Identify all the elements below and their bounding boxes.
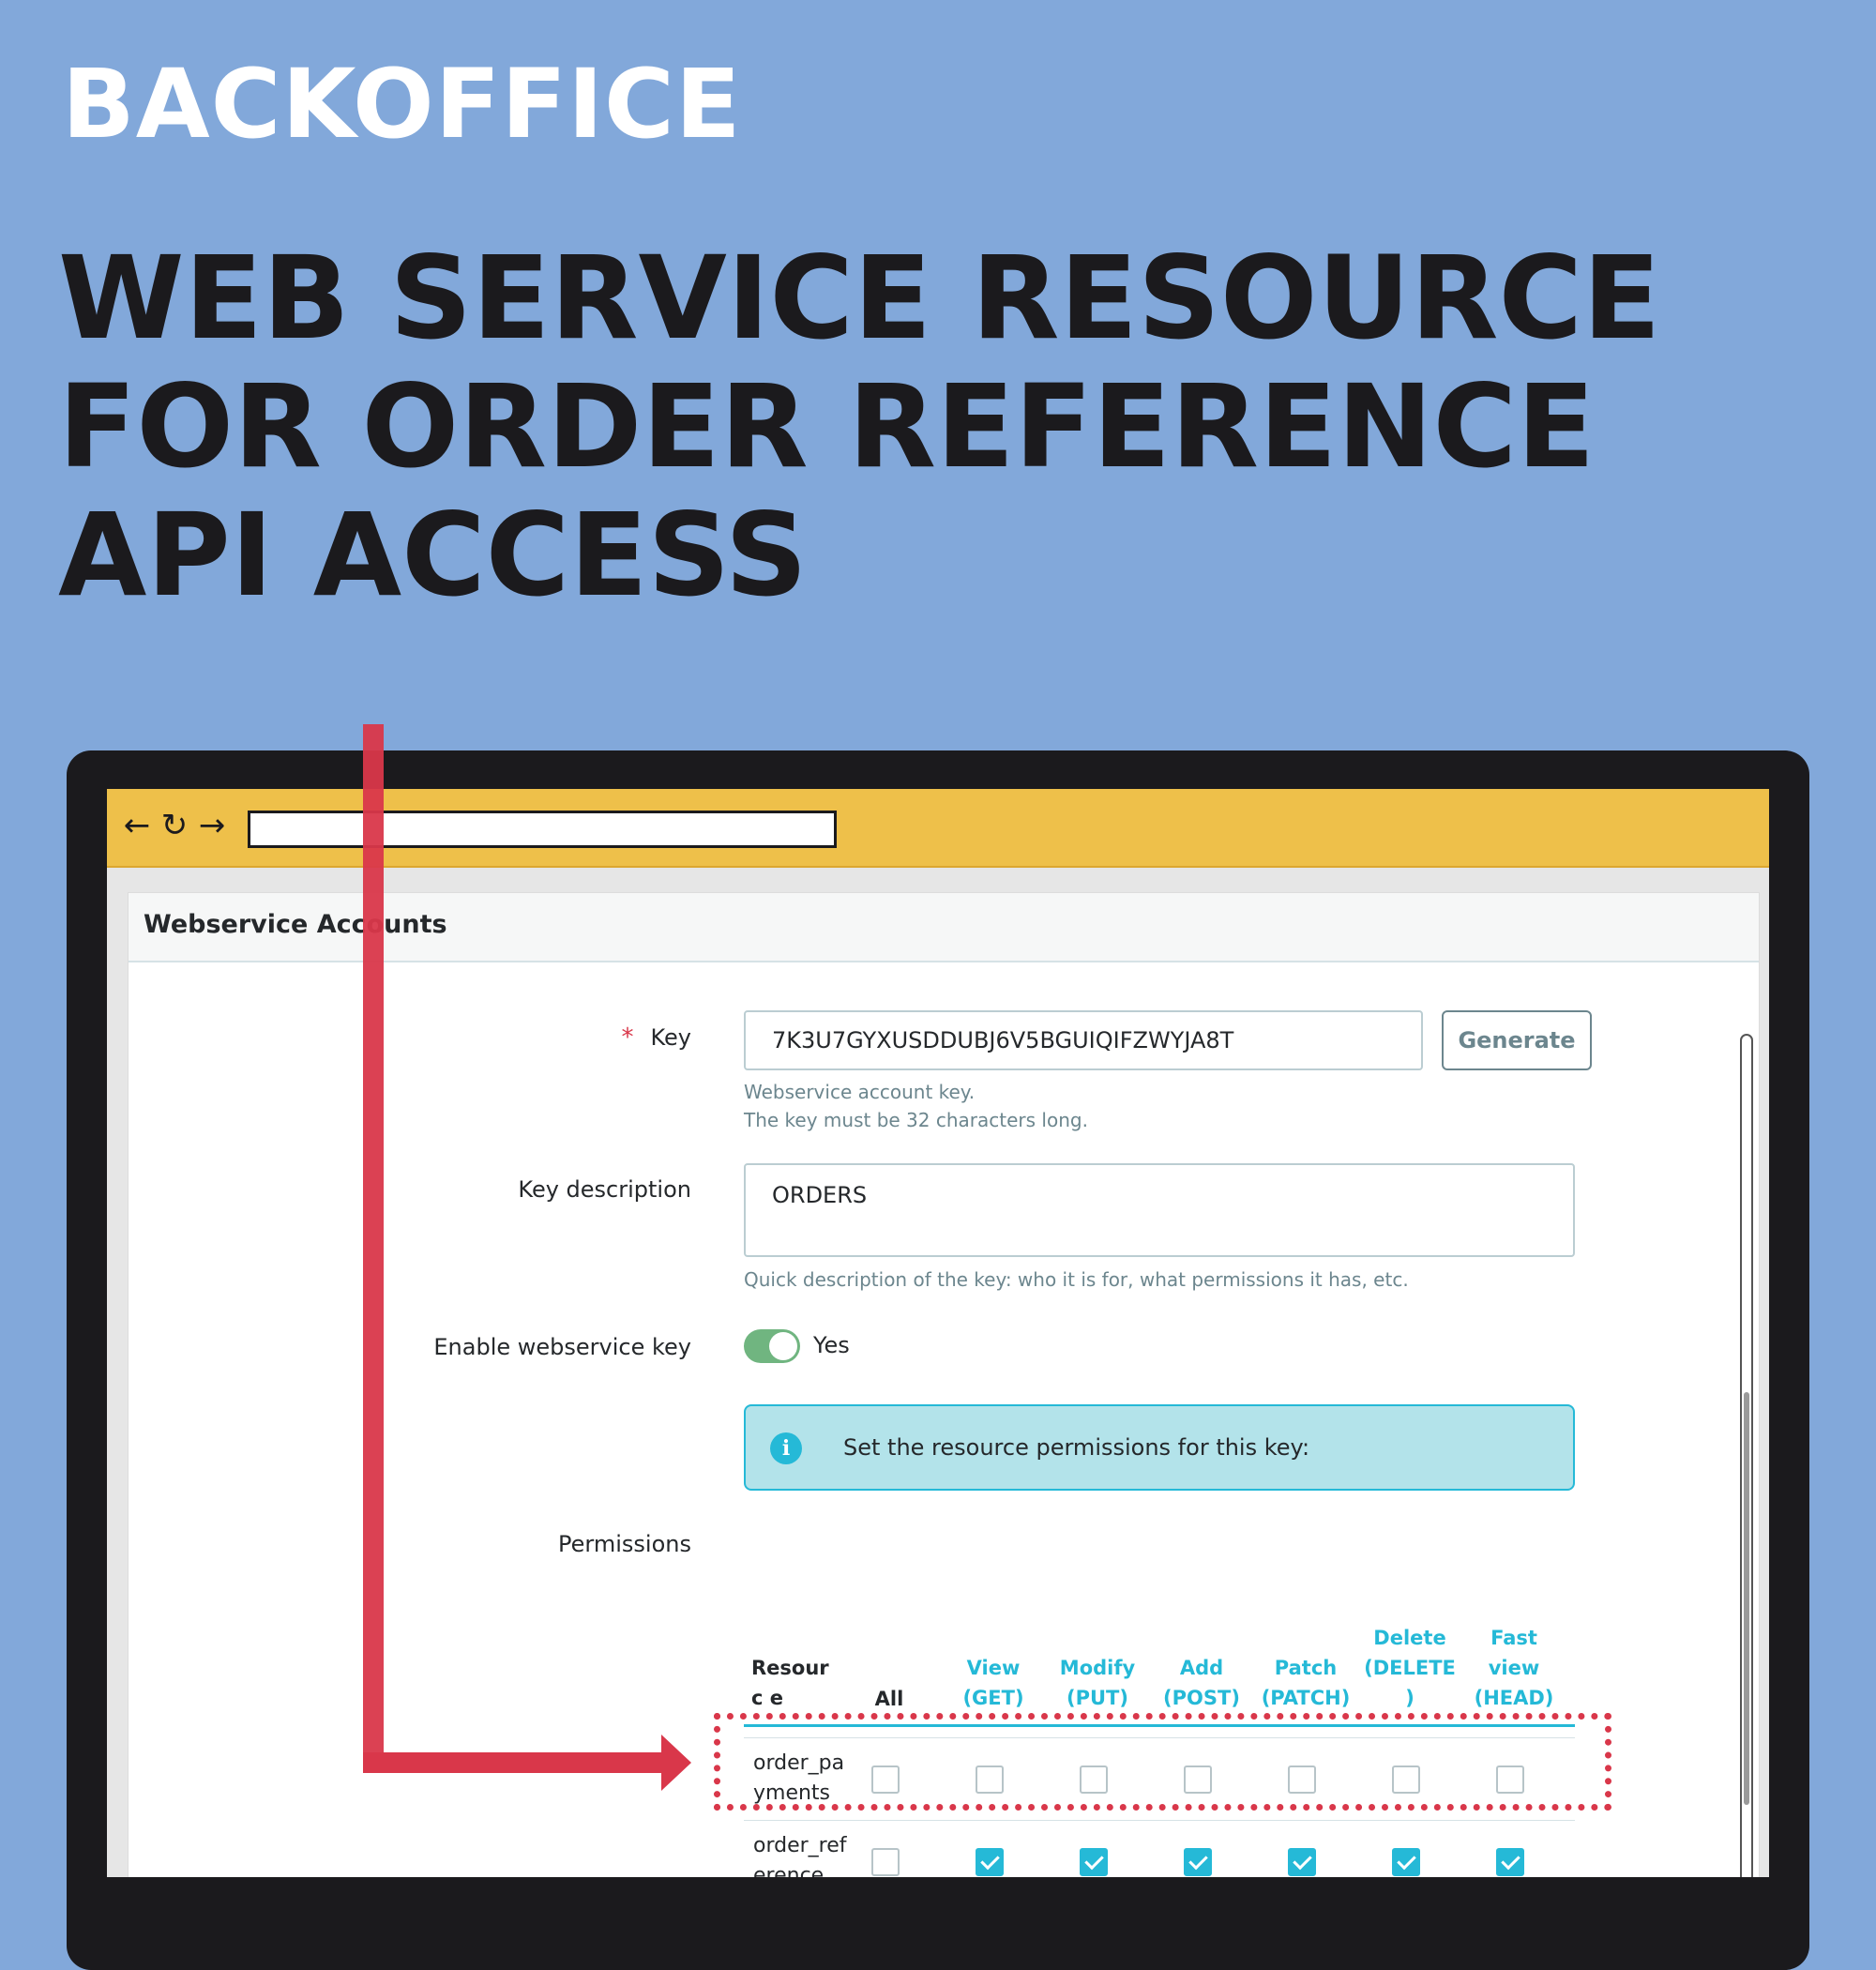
- enable-value: Yes: [813, 1332, 850, 1358]
- key-input[interactable]: 7K3U7GYXUSDDUBJ6V5BGUIQIFZWYJA8T: [744, 1010, 1423, 1070]
- key-label: *Key: [621, 1023, 691, 1052]
- headline-line-2: FOR ORDER REFERENCE: [58, 360, 1596, 493]
- checkbox-unchecked[interactable]: [871, 1765, 900, 1794]
- description-help: Quick description of the key: who it is …: [744, 1268, 1409, 1291]
- toggle-knob: [769, 1332, 797, 1360]
- col-delete[interactable]: Delete (DELETE ): [1364, 1627, 1456, 1709]
- highlight-box: [714, 1713, 1611, 1811]
- col-patch[interactable]: Patch (PATCH): [1261, 1657, 1351, 1709]
- required-mark: *: [621, 1023, 634, 1052]
- checkbox-unchecked[interactable]: [976, 1765, 1004, 1794]
- browser-toolbar: ← ↻ →: [107, 789, 1769, 868]
- description-label: Key description: [518, 1176, 691, 1203]
- checkbox-checked[interactable]: [1288, 1848, 1316, 1876]
- checkbox-unchecked[interactable]: [871, 1848, 900, 1876]
- resource-name: order_reference: [753, 1834, 847, 1877]
- arrow-shaft-vertical: [363, 724, 384, 1756]
- panel-header: Webservice Accounts: [129, 893, 1759, 962]
- enable-toggle[interactable]: [744, 1329, 800, 1363]
- col-resource: Resourc e: [751, 1657, 829, 1709]
- checkbox-unchecked[interactable]: [1080, 1765, 1108, 1794]
- col-view[interactable]: View (GET): [962, 1657, 1024, 1709]
- scrollbar[interactable]: [1740, 1034, 1753, 1877]
- checkbox-checked[interactable]: [976, 1848, 1004, 1876]
- arrow-head-icon: [661, 1735, 691, 1791]
- checkbox-unchecked[interactable]: [1288, 1765, 1316, 1794]
- col-modify[interactable]: Modify (PUT): [1059, 1657, 1136, 1709]
- arrow-shaft-horizontal: [363, 1752, 663, 1773]
- brand-title: BACKOFFICE: [62, 49, 742, 160]
- checkbox-unchecked[interactable]: [1392, 1765, 1420, 1794]
- info-icon: i: [770, 1432, 802, 1464]
- row-divider: [744, 1737, 1575, 1738]
- headline-line-3: API ACCESS: [58, 489, 808, 622]
- arrow-left-icon[interactable]: ←: [123, 807, 151, 844]
- key-help-2: The key must be 32 characters long.: [744, 1109, 1088, 1131]
- permissions-label: Permissions: [558, 1531, 691, 1557]
- checkbox-checked[interactable]: [1392, 1848, 1420, 1876]
- checkbox-checked[interactable]: [1496, 1848, 1524, 1876]
- headline: WEB SERVICE RESOURCE FOR ORDER REFERENCE…: [58, 235, 1660, 620]
- key-help-1: Webservice account key.: [744, 1081, 976, 1103]
- checkbox-unchecked[interactable]: [1184, 1765, 1212, 1794]
- generate-button[interactable]: Generate: [1442, 1010, 1592, 1070]
- checkbox-checked[interactable]: [1080, 1848, 1108, 1876]
- row-divider: [744, 1820, 1575, 1821]
- description-textarea[interactable]: ORDERS: [744, 1163, 1575, 1257]
- address-bar[interactable]: [248, 811, 837, 848]
- scroll-thumb[interactable]: [1744, 1392, 1749, 1805]
- resource-name: order_payments: [753, 1751, 845, 1805]
- alert-text: Set the resource permissions for this ke…: [843, 1434, 1310, 1461]
- col-add[interactable]: Add (POST): [1163, 1657, 1240, 1709]
- col-all[interactable]: All: [874, 1688, 904, 1710]
- col-head[interactable]: Fast view (HEAD): [1474, 1627, 1554, 1709]
- enable-label: Enable webservice key: [433, 1334, 691, 1360]
- panel-title: Webservice Accounts: [144, 910, 447, 939]
- reload-icon[interactable]: ↻: [160, 807, 189, 844]
- arrow-right-icon[interactable]: →: [198, 807, 226, 844]
- info-alert: i Set the resource permissions for this …: [744, 1404, 1575, 1491]
- headline-line-1: WEB SERVICE RESOURCE: [58, 232, 1661, 365]
- table-header-divider: [744, 1724, 1575, 1727]
- checkbox-unchecked[interactable]: [1496, 1765, 1524, 1794]
- checkbox-checked[interactable]: [1184, 1848, 1212, 1876]
